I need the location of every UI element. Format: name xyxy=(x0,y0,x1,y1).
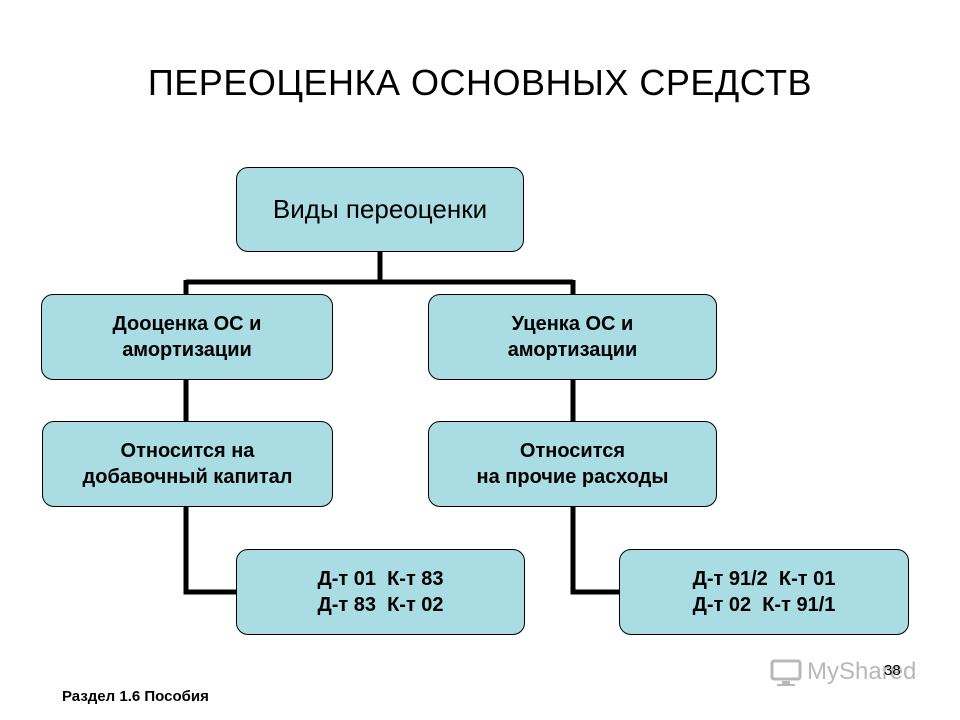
source-footnote: Раздел 1.6 Пособия xyxy=(62,688,209,705)
watermark-text: MyShared xyxy=(807,658,917,685)
monitor-icon xyxy=(770,659,802,686)
root-node-label: Виды переоценки xyxy=(272,193,488,224)
left-entries-node: Д-т 01 К-т 83 Д-т 83 К-т 02 xyxy=(236,549,525,635)
additional-capital-line-1: Относится на xyxy=(120,440,255,462)
additional-capital-line-2: добавочный капитал xyxy=(82,466,293,488)
revaluation-up-line-1: Дооценка ОС и xyxy=(112,313,262,335)
revaluation-up-line-2: амортизации xyxy=(122,339,252,361)
revaluation-up-node: Дооценка ОС и амортизации xyxy=(41,294,333,380)
root-node: Виды переоценки xyxy=(236,167,524,252)
right-entries-node: Д-т 91/2 К-т 01 Д-т 02 К-т 91/1 xyxy=(619,549,909,635)
revaluation-down-line-2: амортизации xyxy=(507,339,638,361)
other-expenses-node: Относится на прочие расходы xyxy=(428,421,717,507)
revaluation-down-node: Уценка ОС и амортизации xyxy=(428,294,717,380)
other-expenses-line-1: Относится xyxy=(519,440,626,462)
page-number: 38 xyxy=(884,662,901,679)
left-entry-1: Д-т 01 К-т 83 xyxy=(317,568,444,590)
watermark-logo: MyShared xyxy=(770,656,916,690)
left-entry-2: Д-т 83 К-т 02 xyxy=(317,594,444,616)
right-entry-1: Д-т 91/2 К-т 01 xyxy=(692,568,836,590)
other-expenses-line-2: на прочие расходы xyxy=(476,466,669,488)
page-title: ПЕРЕОЦЕНКА ОСНОВНЫХ СРЕДСТВ xyxy=(147,62,813,103)
revaluation-down-line-1: Уценка ОС и xyxy=(511,313,634,335)
right-entry-2: Д-т 02 К-т 91/1 xyxy=(692,594,836,616)
additional-capital-node: Относится на добавочный капитал xyxy=(42,421,333,507)
